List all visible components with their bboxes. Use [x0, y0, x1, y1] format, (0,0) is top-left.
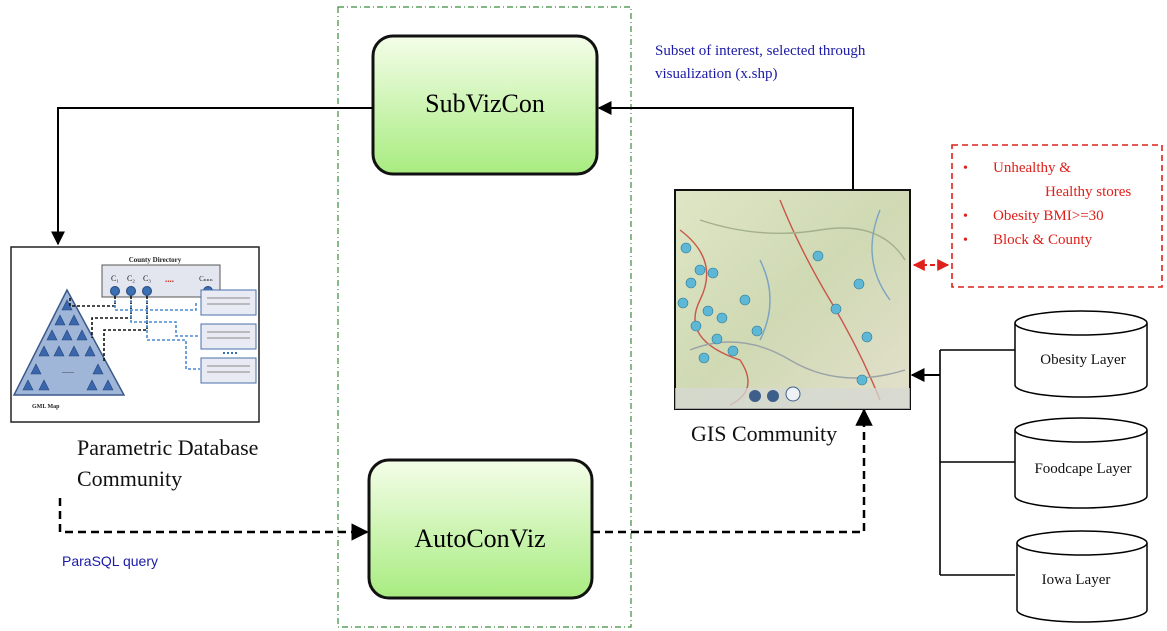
layer-iowa-label: Iowa Layer — [1042, 572, 1111, 588]
subvizcon-label: SubVizCon — [425, 89, 545, 118]
subset-label-line1: Subset of interest, selected through — [655, 43, 866, 59]
gml-map-label: GML Map — [32, 404, 60, 410]
autoconviz-node[interactable]: AutoConViz — [367, 458, 594, 600]
dir-cell-n: Cₙₙₙ — [199, 275, 213, 283]
middle-frame — [337, 6, 632, 628]
layer-obesity[interactable]: Obesity Layer — [1014, 310, 1148, 398]
parasql-label: ParaSQL query — [62, 553, 158, 569]
gis-map-figure — [674, 189, 911, 410]
legend-item-1-line1: Unhealthy & — [993, 160, 1071, 176]
parametric-label-line1: Parametric Database — [77, 435, 258, 460]
layer-foodcape[interactable]: Foodcape Layer — [1014, 417, 1148, 509]
layers-connector — [939, 349, 1015, 576]
subset-label-line2: visualization (x.shp) — [655, 66, 777, 82]
county-directory-title: County Directory — [129, 256, 182, 264]
legend-item-2: Obesity BMI>=30 — [993, 208, 1104, 224]
autoconviz-label: AutoConViz — [414, 524, 545, 553]
legend-bullet-2: • — [963, 209, 968, 224]
dir-cell-3: C₃ — [143, 274, 151, 283]
autoconviz-to-gis-arrow — [592, 408, 873, 534]
gis-to-subvizcon-arrow — [597, 101, 854, 190]
layer-iowa[interactable]: Iowa Layer — [1016, 530, 1148, 623]
param-db-figure: County Directory C₁ C₂ C₃ .... Cₙₙₙ — [10, 246, 260, 423]
dir-dots: .... — [165, 274, 174, 284]
legend-box — [951, 144, 1163, 288]
legend-bullet-1: • — [963, 161, 968, 176]
dir-cell-1: C₁ — [111, 274, 119, 283]
legend-item-1-line2: Healthy stores — [1045, 184, 1131, 200]
layer-foodcape-label: Foodcape Layer — [1034, 461, 1131, 477]
gis-label: GIS Community — [691, 421, 837, 446]
pyramid-dots: ...... — [62, 366, 74, 375]
param-to-autoconviz-arrow — [58, 498, 369, 541]
dir-cell-2: C₂ — [127, 274, 135, 283]
subvizcon-to-param-arrow — [51, 107, 373, 246]
parametric-label-line2: Community — [77, 466, 182, 491]
legend-item-3: Block & County — [993, 232, 1093, 248]
legend-bullet-3: • — [963, 233, 968, 248]
subvizcon-node[interactable]: SubVizCon — [371, 34, 599, 176]
legend-list: • Unhealthy & Healthy stores • Obesity B… — [963, 160, 1131, 248]
layer-obesity-label: Obesity Layer — [1040, 352, 1125, 368]
